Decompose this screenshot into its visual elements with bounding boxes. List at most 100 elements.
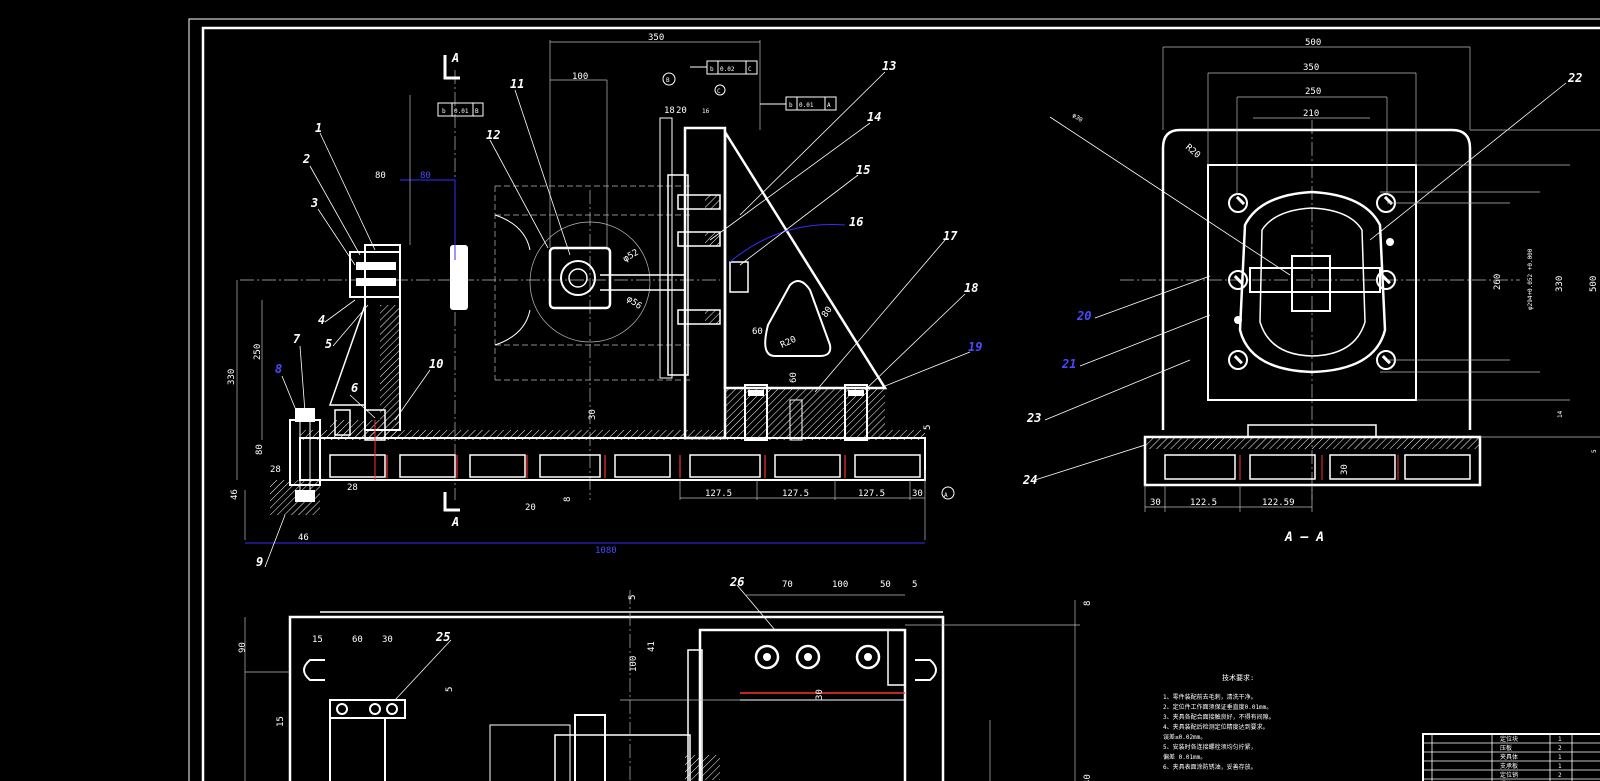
part-number-24: 24 — [1022, 473, 1037, 487]
note-line-3: 3、夹具各配合面接触良好，不得有间隙。 — [1163, 713, 1275, 721]
side-dim-500v: 500 — [1589, 276, 1599, 292]
plan-dim-100: 100 — [832, 580, 848, 590]
dim-80a: 80 — [375, 171, 386, 181]
part-number-26: 26 — [729, 575, 744, 589]
part-number-17: 17 — [943, 229, 958, 243]
title-row-2: 压板 — [1500, 744, 1512, 752]
tol-symbol-c: b — [710, 66, 714, 73]
plan-dim-41: 41 — [647, 641, 657, 652]
plan-dim-60: 60 — [352, 635, 363, 645]
section-a-bottom: A — [451, 515, 459, 529]
note-line-2: 2、定位件工作面须保证垂直度0.01mm。 — [1163, 703, 1272, 711]
title-qty-1: 1 — [1558, 736, 1562, 743]
tol-ref-a: A — [827, 102, 831, 109]
note-line-7: 偏差 0.01mm。 — [1163, 753, 1206, 761]
plan-dim-15v: 15 — [276, 716, 286, 727]
dim-60v: 60 — [789, 372, 799, 383]
part-number-6: 6 — [351, 381, 358, 395]
side-dim-30: 30 — [1150, 498, 1161, 508]
part-number-21: 21 — [1061, 357, 1076, 371]
dim-28b: 28 — [347, 483, 358, 493]
side-dim-phi294: φ294+0.052 +0.000 — [1527, 248, 1534, 310]
notes-heading: 技术要求: — [1222, 673, 1254, 682]
tol-value-b: 0.01 — [454, 108, 469, 115]
title-row-1: 定位块 — [1500, 735, 1518, 743]
part-number-14: 14 — [867, 110, 881, 124]
part-number-25: 25 — [435, 630, 450, 644]
dim-60: 60 — [752, 327, 763, 337]
side-dim-phi30: φ30 — [1071, 112, 1084, 124]
dim-16: 16 — [702, 108, 710, 115]
plan-dim-8: 8 — [1083, 601, 1093, 606]
plan-dim-50: 50 — [880, 580, 891, 590]
note-line-5: 误差≤0.02mm。 — [1163, 733, 1206, 741]
side-dim-r20: R20 — [1183, 143, 1202, 161]
dim-330: 330 — [227, 369, 237, 385]
leader-lines — [264, 71, 1567, 701]
part-number-12: 12 — [486, 128, 500, 142]
part-number-18: 18 — [964, 281, 978, 295]
plan-dim-5v: 5 — [445, 687, 455, 692]
part-number-19: 19 — [968, 340, 982, 354]
side-dim-330: 330 — [1555, 276, 1565, 292]
side-dim-12259: 122.59 — [1262, 498, 1295, 508]
side-dim-14: 14 — [1557, 410, 1564, 418]
title-row-3: 夹具体 — [1500, 753, 1518, 761]
side-dim-1225: 122.5 — [1190, 498, 1217, 508]
title-qty-4: 1 — [1558, 763, 1562, 770]
note-line-4: 4、夹具装配后检测定位精度达到要求。 — [1163, 723, 1269, 731]
side-dim-350: 350 — [1303, 63, 1319, 73]
dim-80v: 80 — [255, 444, 265, 455]
plan-dim-15: 15 — [312, 635, 323, 645]
part-number-15: 15 — [856, 163, 870, 177]
dim-20: 20 — [676, 106, 687, 116]
datum-a: A — [944, 492, 948, 499]
dim-28: 28 — [270, 465, 281, 475]
title-qty-3: 1 — [1558, 754, 1562, 761]
part-number-22: 22 — [1567, 71, 1582, 85]
plan-view — [244, 590, 1080, 781]
plan-dim-70: 70 — [782, 580, 793, 590]
dim-127a: 127.5 — [705, 489, 732, 499]
side-dim-500: 500 — [1305, 38, 1321, 48]
part-number-7: 7 — [293, 332, 301, 346]
part-number-1: 1 — [315, 121, 322, 135]
part-number-4: 4 — [318, 313, 325, 327]
dim-20b: 20 — [525, 503, 536, 513]
section-aa-label: A — A — [1284, 530, 1324, 545]
section-view-aa — [1120, 46, 1600, 512]
title-row-5: 定位销 — [1500, 771, 1518, 779]
tol-ref-b: B — [475, 108, 479, 115]
drawing-border — [188, 18, 1600, 781]
dim-1080: 1080 — [595, 546, 617, 556]
dim-127b: 127.5 — [782, 489, 809, 499]
tol-value-c: 0.02 — [720, 66, 735, 73]
side-dim-250: 250 — [1305, 87, 1321, 97]
tol-symbol-b: b — [442, 108, 446, 115]
dim-46v: 46 — [230, 489, 240, 500]
technical-requirements: 技术要求: 1、零件装配前去毛刺，清洗干净。 2、定位件工作面须保证垂直度0.0… — [1163, 673, 1275, 771]
dim-phi56: φ56 — [624, 294, 643, 312]
part-number-16: 16 — [849, 215, 863, 229]
side-dim-30v: 30 — [1340, 464, 1350, 475]
part-number-10: 10 — [429, 357, 443, 371]
title-qty-5: 2 — [1558, 772, 1562, 779]
part-number-11: 11 — [510, 77, 524, 91]
dim-phi52: φ52 — [622, 248, 641, 265]
part-number-5: 5 — [325, 337, 332, 351]
part-number-3: 3 — [310, 196, 318, 210]
title-block: 定位块 压板 夹具体 支承板 定位销 螺栓 1 2 1 1 2 4 — [1422, 733, 1600, 781]
side-dim-210: 210 — [1303, 109, 1319, 119]
dim-30: 30 — [588, 409, 598, 420]
tol-symbol-a: b — [789, 102, 793, 109]
part-number-9: 9 — [256, 555, 263, 569]
tol-value-a: 0.01 — [799, 102, 814, 109]
dim-8: 8 — [563, 497, 573, 502]
part-numbers: 1 2 3 4 5 6 7 8 9 10 11 12 13 14 15 16 1… — [256, 59, 1582, 644]
dim-18: 18 — [664, 106, 675, 116]
plan-dim-100v: 100 — [629, 656, 639, 672]
front-view-dimensions: 350 100 18 20 16 80 80 330 250 80 28 46 … — [227, 33, 1324, 556]
datum-c: C — [717, 88, 721, 95]
dim-80d: 80 — [820, 305, 834, 320]
